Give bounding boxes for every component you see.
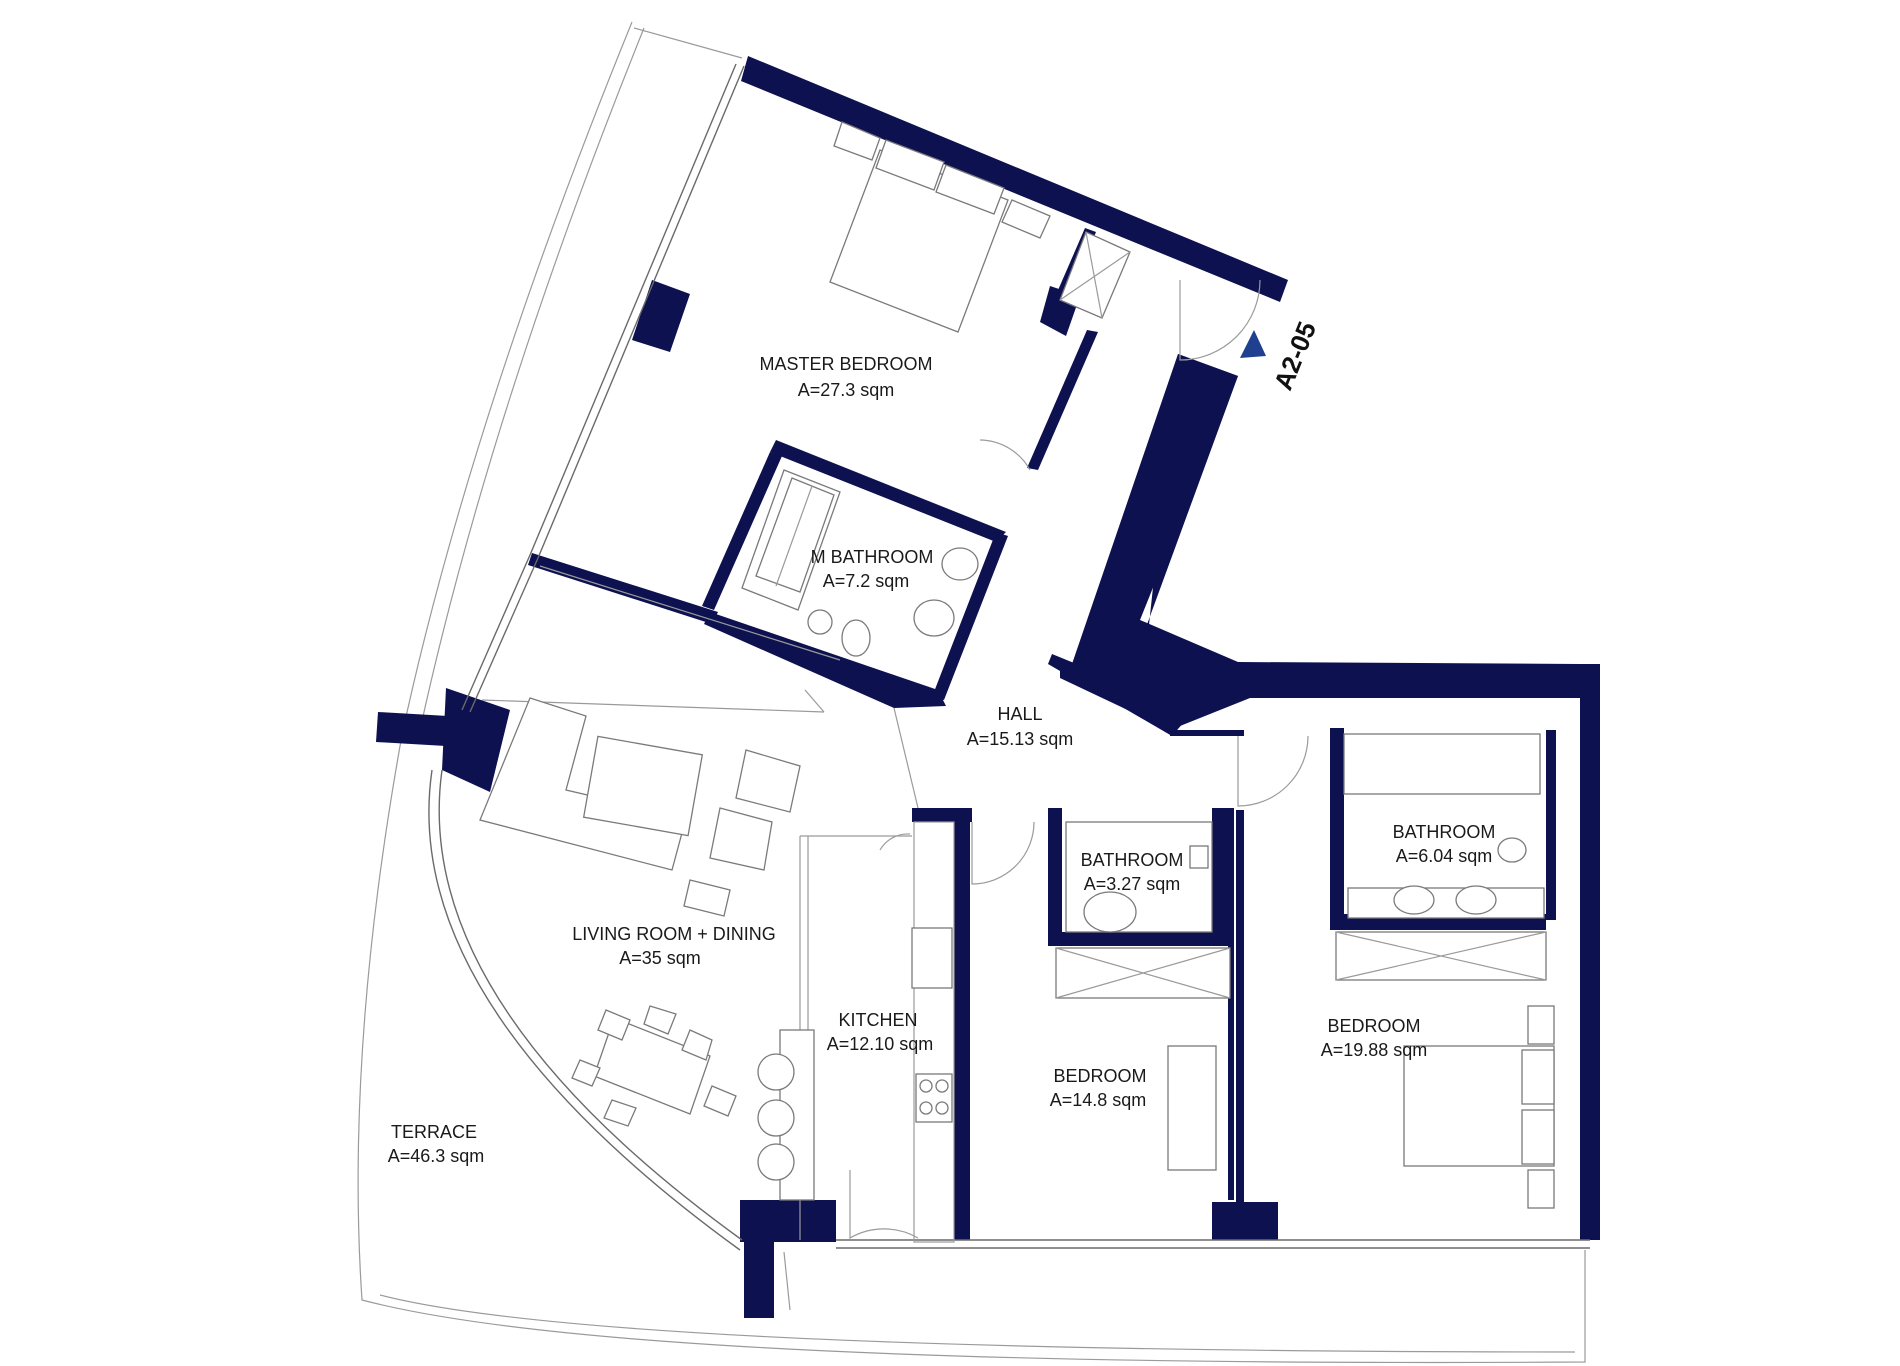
- master-bed: [829, 121, 1051, 333]
- room-labels: MASTER BEDROOM A=27.3 sqm M BATHROOM A=7…: [388, 354, 1496, 1166]
- room-name-bedroom-1: BEDROOM: [1053, 1066, 1146, 1086]
- bottom-facade: [836, 1239, 1590, 1249]
- dining-table: [571, 1005, 737, 1127]
- room-name-master-bedroom: MASTER BEDROOM: [759, 354, 932, 374]
- kitchen-fixtures: [911, 927, 953, 1123]
- direction-triangle-icon: [1240, 330, 1266, 358]
- room-name-living: LIVING ROOM + DINING: [572, 924, 776, 944]
- room-area-hall: A=15.13 sqm: [967, 729, 1074, 749]
- room-name-m-bathroom: M BATHROOM: [811, 547, 934, 567]
- bedroom-bed: [1403, 1005, 1555, 1209]
- room-area-kitchen: A=12.10 sqm: [827, 1034, 934, 1054]
- terrace-outline: [357, 21, 1586, 1364]
- room-name-hall: HALL: [997, 704, 1042, 724]
- room-area-master-bedroom: A=27.3 sqm: [798, 380, 895, 400]
- room-name-terrace: TERRACE: [391, 1122, 477, 1142]
- room-name-bathroom-1: BATHROOM: [1081, 850, 1184, 870]
- room-area-bedroom-1: A=14.8 sqm: [1050, 1090, 1147, 1110]
- room-area-terrace: A=46.3 sqm: [388, 1146, 485, 1166]
- room-area-bedroom-2: A=19.88 sqm: [1321, 1040, 1428, 1060]
- m-bathroom-fixtures: [741, 469, 979, 657]
- unit-marker: A2-05: [1240, 317, 1322, 394]
- room-name-bathroom-2: BATHROOM: [1393, 822, 1496, 842]
- sofa: [479, 697, 801, 917]
- bedroom-sofa: [1167, 1045, 1217, 1171]
- room-name-bedroom-2: BEDROOM: [1327, 1016, 1420, 1036]
- master-wardrobe: [1059, 231, 1131, 319]
- walls: [376, 56, 1600, 1318]
- bathroom-small-fixtures: [1065, 821, 1213, 933]
- bar-stools: [757, 1029, 815, 1201]
- bathroom-large-fixtures: [1343, 733, 1545, 919]
- room-area-m-bathroom: A=7.2 sqm: [823, 571, 910, 591]
- unit-code: A2-05: [1268, 317, 1322, 394]
- room-name-kitchen: KITCHEN: [838, 1010, 917, 1030]
- door-swings: [849, 279, 1309, 1240]
- glazing: [428, 63, 745, 1251]
- room-area-bathroom-2: A=6.04 sqm: [1396, 846, 1493, 866]
- room-area-living: A=35 sqm: [619, 948, 701, 968]
- wardrobes: [1055, 931, 1547, 999]
- room-area-bathroom-1: A=3.27 sqm: [1084, 874, 1181, 894]
